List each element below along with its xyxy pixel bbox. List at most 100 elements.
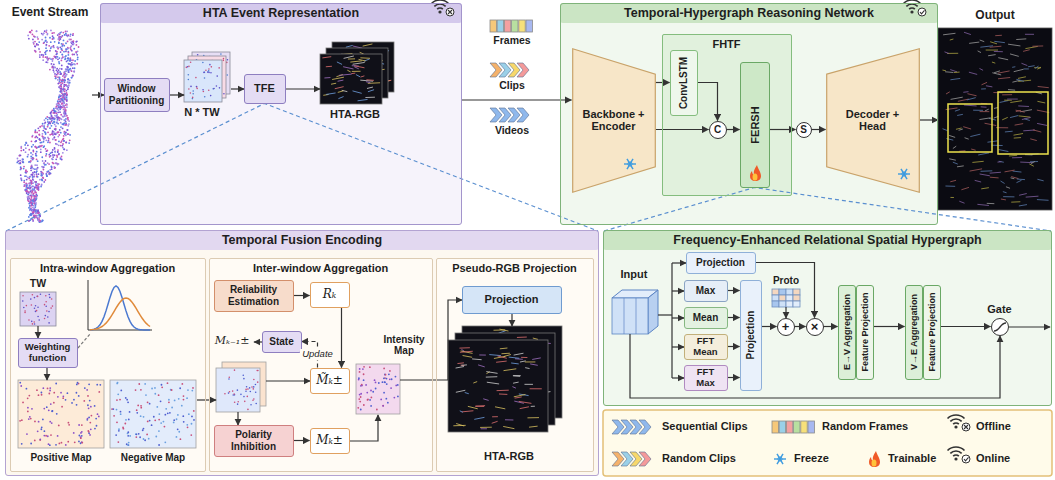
event-dot xyxy=(78,395,80,397)
event-dot xyxy=(56,122,58,124)
edge-streak xyxy=(1037,123,1047,125)
event-dot xyxy=(71,70,73,72)
event-dot xyxy=(117,441,119,443)
event-dot xyxy=(48,393,50,395)
event-dot xyxy=(29,191,31,193)
event-dot xyxy=(45,153,47,155)
event-dot xyxy=(27,154,29,156)
event-dot xyxy=(58,98,60,100)
wifi-icon xyxy=(950,419,961,421)
clip-chevron xyxy=(612,452,624,466)
event-dot xyxy=(50,112,52,114)
event-dot xyxy=(38,146,40,148)
event-dot xyxy=(66,85,68,87)
event-dot xyxy=(35,140,37,142)
event-dot xyxy=(370,397,372,399)
event-dot xyxy=(227,59,229,61)
event-dot xyxy=(46,150,48,152)
frame-bar xyxy=(504,20,510,32)
event-dot xyxy=(32,179,34,181)
event-dot xyxy=(89,400,91,402)
event-dot xyxy=(54,118,56,120)
event-dot xyxy=(76,404,78,406)
event-dot xyxy=(58,96,60,98)
event-dot xyxy=(62,143,64,145)
event-dot xyxy=(36,216,38,218)
event-dot xyxy=(382,381,384,383)
event-dot xyxy=(174,400,176,402)
event-dot xyxy=(37,167,39,169)
event-dot xyxy=(74,64,76,66)
detection-box xyxy=(948,104,992,152)
event-dot xyxy=(376,409,378,411)
event-dot xyxy=(76,54,78,56)
event-dot xyxy=(127,444,129,446)
event-dot xyxy=(247,409,249,411)
event-dot xyxy=(36,175,38,177)
event-dot xyxy=(70,59,72,61)
event-dot xyxy=(35,195,37,197)
event-dot xyxy=(40,428,42,430)
event-dot xyxy=(28,149,30,151)
edge-streak xyxy=(1014,134,1024,136)
event-dot xyxy=(65,444,67,446)
event-dot xyxy=(37,217,39,219)
event-dot xyxy=(52,69,54,71)
event-dot xyxy=(49,117,51,119)
edge-streak xyxy=(949,135,955,137)
event-dot xyxy=(54,151,56,153)
edge-streak xyxy=(980,174,990,176)
event-dot xyxy=(28,220,30,222)
event-dot xyxy=(62,138,64,140)
event-dot xyxy=(44,123,46,125)
event-dot xyxy=(38,394,40,396)
plot-axes xyxy=(88,280,152,330)
event-dot xyxy=(59,111,61,113)
event-dot xyxy=(48,311,50,313)
event-dot xyxy=(31,136,33,138)
event-dot xyxy=(65,48,67,50)
subpanel-ground xyxy=(10,258,206,472)
event-dot xyxy=(43,32,45,34)
event-dot xyxy=(69,59,71,61)
event-dot xyxy=(47,170,49,172)
event-dot xyxy=(188,66,190,68)
edge-streak xyxy=(338,97,343,99)
event-dot xyxy=(30,418,32,420)
event-dot xyxy=(191,423,193,425)
event-dot xyxy=(40,392,42,394)
event-dot xyxy=(65,113,67,115)
event-dot xyxy=(71,402,73,404)
event-dot xyxy=(49,421,51,423)
edge-streak xyxy=(354,66,364,68)
event-dot xyxy=(54,151,56,153)
event-dot xyxy=(118,428,120,430)
event-dot xyxy=(183,421,185,423)
event-dot xyxy=(58,107,60,109)
event-dot xyxy=(32,323,34,325)
event-dot xyxy=(56,105,58,107)
edge-streak xyxy=(366,82,370,83)
event-dot xyxy=(181,383,183,385)
edge-streak xyxy=(1032,45,1043,46)
event-dot xyxy=(65,399,67,401)
event-dot xyxy=(46,30,48,32)
event-dot xyxy=(202,89,204,91)
event-dot xyxy=(21,443,23,445)
edge-streak xyxy=(1019,205,1027,206)
event-dot xyxy=(22,161,24,163)
edge-streak xyxy=(360,57,370,58)
event-dot xyxy=(31,174,33,176)
event-dot xyxy=(60,90,62,92)
event-dot xyxy=(35,196,37,198)
event-dot xyxy=(41,175,43,177)
event-dot xyxy=(48,45,50,47)
event-dot xyxy=(363,373,365,375)
event-dot xyxy=(49,172,51,174)
event-dot xyxy=(64,34,66,36)
edge-streak xyxy=(348,58,355,59)
event-dot xyxy=(36,296,38,298)
event-dot xyxy=(51,158,53,160)
event-dot xyxy=(143,428,145,430)
event-dot xyxy=(31,408,33,410)
